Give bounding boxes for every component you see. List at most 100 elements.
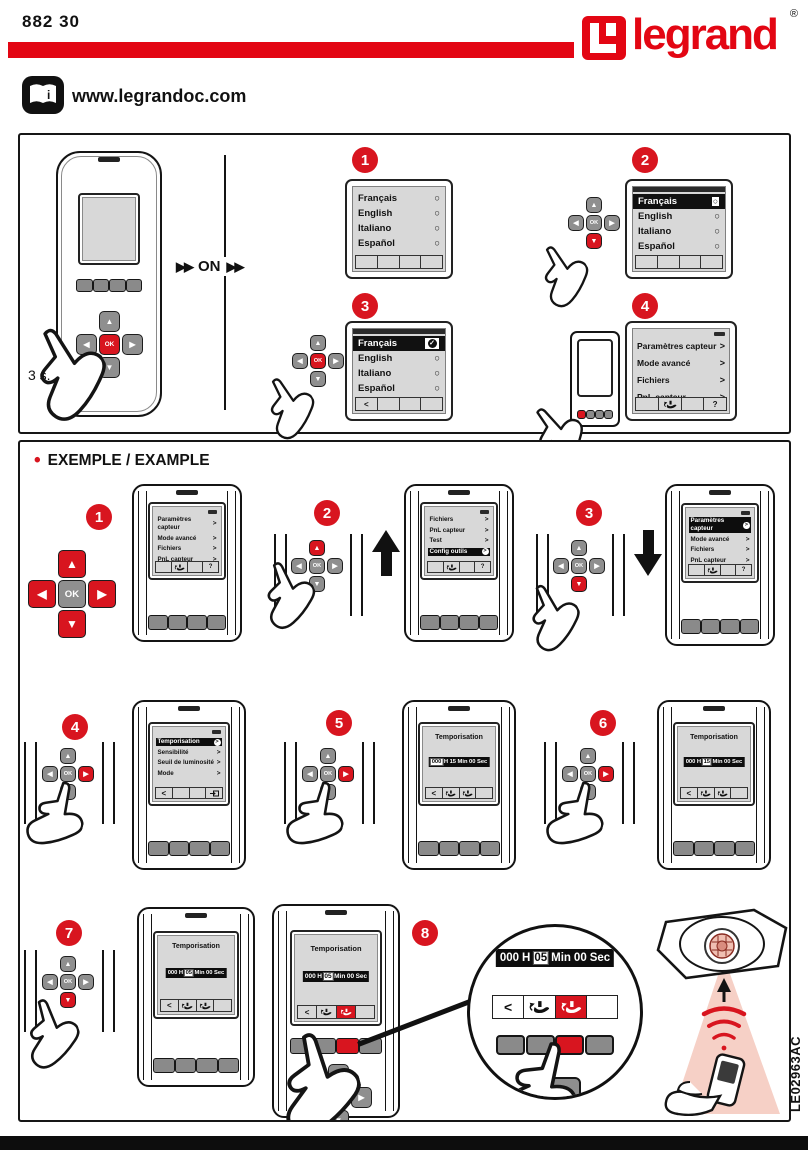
apply-softkey bbox=[195, 1000, 214, 1011]
remote-edge-lines bbox=[544, 742, 557, 824]
function-key bbox=[217, 1058, 239, 1073]
logo-shape bbox=[606, 23, 616, 36]
softkey-bar-zoom: < bbox=[492, 995, 618, 1019]
question-icon: ? bbox=[712, 399, 718, 409]
softkey-cell bbox=[354, 1006, 374, 1018]
remote-display: Fichiers> PnL capteur> Test> Config outi… bbox=[420, 502, 498, 580]
language-label: Español bbox=[638, 241, 675, 252]
radio-icon: ○ bbox=[434, 208, 440, 219]
exit-softkey bbox=[205, 788, 222, 798]
press-hand-icon bbox=[320, 1008, 332, 1016]
language-row: English ○ bbox=[633, 209, 725, 224]
softkey-bar: ? bbox=[155, 561, 219, 573]
apply-softkey bbox=[458, 788, 476, 798]
chevron-right-icon: > bbox=[484, 526, 489, 534]
right-key-icon: ▶ bbox=[338, 766, 354, 782]
screen-language-list: Français ○ English ○ Italiano ○ Español … bbox=[345, 179, 453, 279]
timer-part: 000 bbox=[499, 952, 519, 964]
up-key-icon: ▲ bbox=[586, 197, 602, 213]
apply-softkey bbox=[657, 398, 681, 410]
function-key bbox=[153, 1058, 175, 1073]
example-panel: • EXEMPLE / EXAMPLE 1 ▲ ◀ OK ▶ ▼ Paramèt… bbox=[18, 440, 791, 1122]
fast-forward-icon: ▶▶ bbox=[226, 258, 245, 274]
battery-icon bbox=[741, 511, 750, 515]
menu-row: Mode avancé> bbox=[156, 535, 218, 543]
step-badge-3: 3 bbox=[576, 500, 602, 526]
remote-edge-lines bbox=[284, 742, 297, 824]
function-key bbox=[714, 841, 735, 856]
function-key bbox=[206, 615, 226, 630]
remote-display: Paramètres capteur> Mode avancé> Fichier… bbox=[681, 503, 759, 583]
ok-key: OK bbox=[580, 766, 596, 782]
chevron-right-icon: > bbox=[481, 548, 489, 555]
remote-edge-lines bbox=[24, 950, 37, 1032]
brand-name: legrand bbox=[632, 10, 779, 59]
down-key-icon: ▼ bbox=[60, 992, 76, 1008]
function-key bbox=[525, 1035, 555, 1055]
language-label: Italiano bbox=[358, 368, 392, 379]
help-softkey: ? bbox=[474, 562, 490, 572]
softkey-cell bbox=[636, 398, 658, 410]
chevron-right-icon: > bbox=[484, 516, 489, 523]
up-key-icon: ▲ bbox=[99, 311, 120, 332]
menu-label: PnL capteur bbox=[429, 526, 466, 534]
ok-key: OK bbox=[309, 558, 325, 574]
function-key-1-pressed bbox=[577, 410, 586, 419]
language-label: Español bbox=[358, 383, 395, 394]
function-keys bbox=[418, 841, 500, 856]
timer-part: 000 bbox=[304, 973, 316, 980]
timer-part: Sec bbox=[731, 759, 743, 765]
left-key-icon: ◀ bbox=[291, 558, 307, 574]
function-key-4 bbox=[604, 410, 613, 419]
menu-row: Test> bbox=[428, 537, 490, 545]
function-key-1 bbox=[76, 279, 93, 292]
timer-part: Min bbox=[712, 759, 723, 765]
menu-label: Mode avancé bbox=[637, 357, 691, 368]
dpad: ▲ ◀ OK ▶ ▼ bbox=[42, 748, 94, 800]
confirmed-box: ✓ bbox=[424, 337, 440, 350]
function-key bbox=[174, 1058, 196, 1073]
language-row: Italiano ○ bbox=[353, 366, 445, 381]
softkey-cell bbox=[656, 256, 679, 268]
holding-hand bbox=[664, 1090, 723, 1116]
softkey-cell bbox=[680, 398, 704, 410]
timer-value: 000 H 15 Min 00 Sec bbox=[683, 757, 745, 767]
left-key-icon: ◀ bbox=[42, 766, 58, 782]
softkey-bar bbox=[635, 255, 723, 269]
menu-label: Fichiers bbox=[637, 374, 670, 385]
back-softkey: < bbox=[356, 398, 377, 410]
timer-part: 000 bbox=[167, 970, 178, 976]
screen-content: Français ○ English ○ Italiano ○ Español … bbox=[352, 186, 446, 272]
menu-row: Sensibilité> bbox=[156, 749, 222, 757]
remote-left-rail bbox=[663, 707, 672, 863]
left-key-icon: ◀ bbox=[292, 353, 308, 369]
function-key-2 bbox=[586, 410, 595, 419]
help-softkey: ? bbox=[703, 398, 726, 410]
function-key-3 bbox=[109, 279, 126, 292]
mini-remote-display bbox=[577, 339, 613, 397]
up-key-icon: ▲ bbox=[58, 550, 86, 578]
remote-left-rail bbox=[671, 491, 680, 639]
function-key bbox=[167, 615, 187, 630]
right-key-icon: ▶ bbox=[78, 766, 94, 782]
press-hand-icon bbox=[181, 1002, 193, 1010]
function-key-3 bbox=[595, 410, 604, 419]
screen-content: Temporisation> Sensibilité> Seuil de lum… bbox=[152, 726, 226, 802]
ok-key: OK bbox=[586, 215, 602, 231]
function-key bbox=[189, 841, 210, 856]
ok-key: OK bbox=[320, 766, 336, 782]
remote-tools-menu: Fichiers> PnL capteur> Test> Config outi… bbox=[404, 484, 514, 642]
softkey-cell bbox=[678, 256, 701, 268]
menu-label: Test bbox=[429, 537, 442, 544]
up-key-icon: ▲ bbox=[309, 540, 325, 556]
chevron-right-icon: > bbox=[719, 374, 725, 385]
back-softkey: < bbox=[161, 1000, 178, 1011]
remote-control: ▲ ◀ OK ▶ ▼ bbox=[56, 151, 162, 417]
timer-part-selected: 15 bbox=[701, 758, 713, 766]
remote-display: Paramètres capteur> Mode avancé> Fichier… bbox=[148, 502, 226, 580]
divider-line bbox=[224, 155, 226, 410]
chevron-right-icon: > bbox=[216, 748, 221, 756]
function-key bbox=[700, 619, 720, 634]
up-key-icon: ▲ bbox=[580, 748, 596, 764]
step-badge-1: 1 bbox=[86, 504, 112, 530]
